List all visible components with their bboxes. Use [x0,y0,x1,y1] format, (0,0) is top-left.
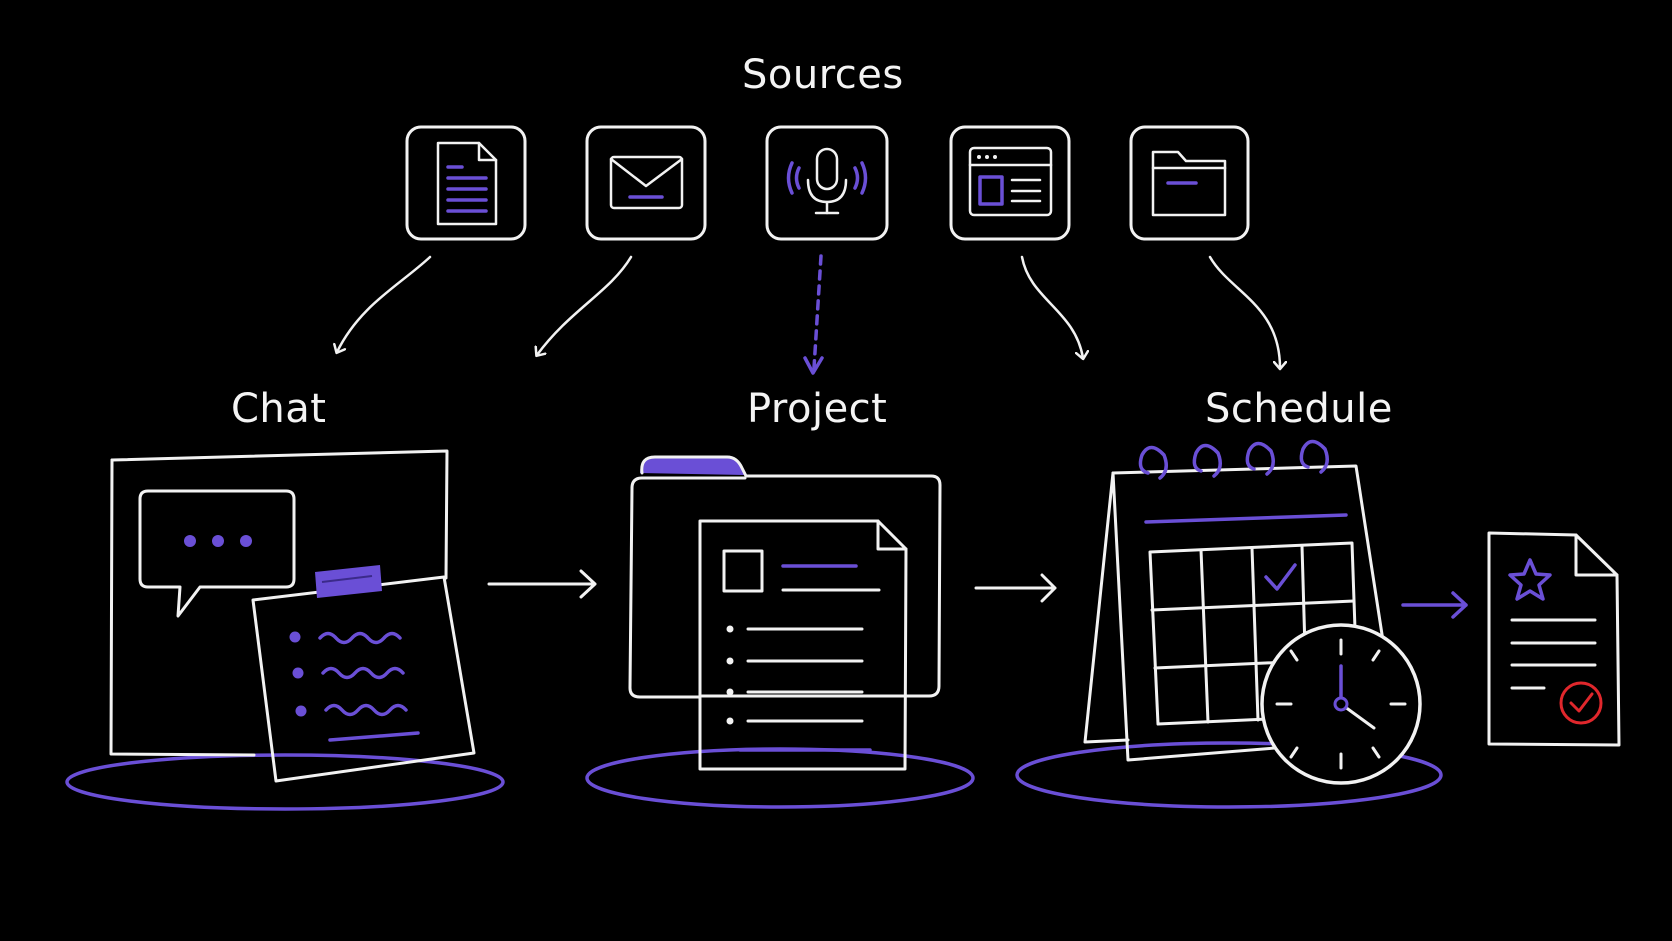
sources-label: Sources [742,52,904,98]
arrow-folder-to-schedule [1208,255,1280,368]
calendar-clock-icon [1015,439,1443,809]
chat-board-icon [65,449,505,811]
speech-bubble [138,489,296,618]
microphone-icon [786,147,868,215]
schedule-label: Schedule [1205,386,1393,432]
clock-icon [1260,623,1422,785]
arrow-schedule-to-output [1401,591,1468,619]
source-folder-tile [1129,125,1250,241]
source-audio-tile [765,125,889,241]
calendar-rings [1138,439,1329,480]
star-icon [1508,558,1552,601]
project-folder-icon [585,455,975,809]
arrow-chat-to-project [487,569,597,599]
source-document-tile [405,125,527,241]
envelope-icon [609,155,684,210]
document-icon [436,141,498,226]
arrow-audio-to-project [803,254,824,375]
source-web-tile [949,125,1071,241]
sticky-note [251,565,476,783]
arrow-document-to-chat [337,255,432,352]
approved-document-icon [1487,531,1621,747]
approved-check-icon [1559,681,1603,725]
browser-window-icon [968,146,1053,217]
folder-icon [1151,150,1227,217]
source-email-tile [585,125,707,241]
project-document [698,519,908,771]
arrow-email-to-chat [537,255,633,355]
project-label: Project [747,386,888,432]
arrow-project-to-schedule [974,573,1057,603]
chat-label: Chat [231,386,327,432]
arrow-web-to-schedule [1020,255,1083,358]
